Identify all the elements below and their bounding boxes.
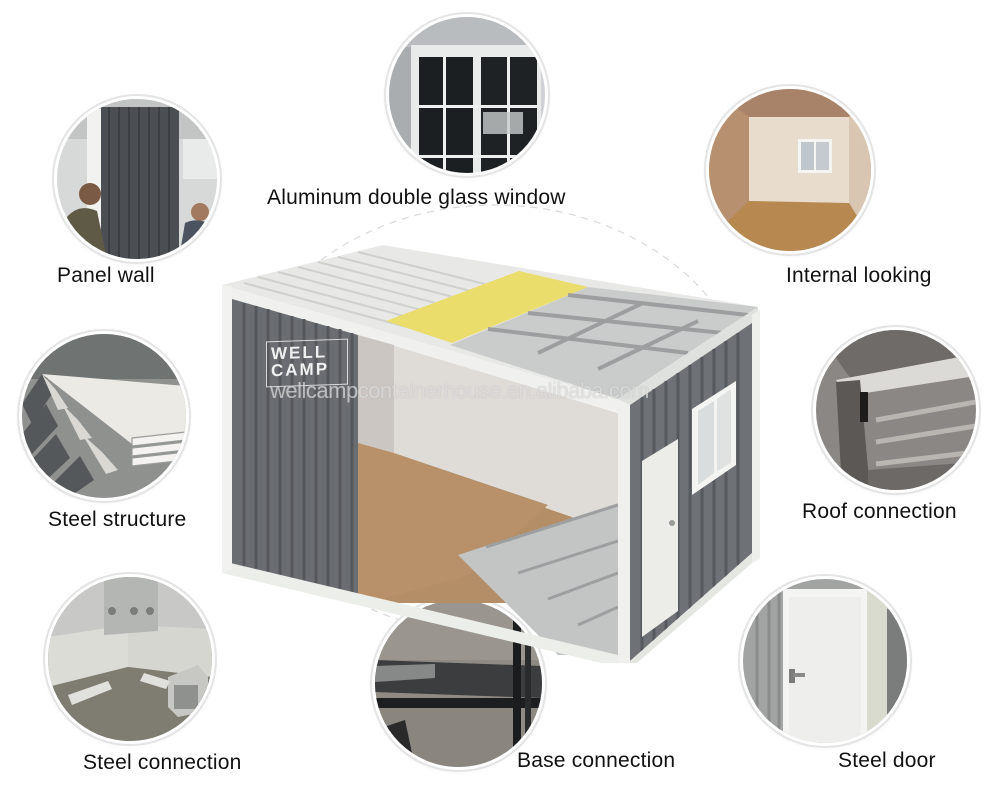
steel-door-photo <box>743 579 907 743</box>
roof-connection-photo <box>816 330 976 490</box>
label-internal: Internal looking <box>786 264 932 287</box>
label-panel-wall: Panel wall <box>57 264 155 287</box>
label-base-connection: Base connection <box>517 749 676 772</box>
panel-wall-photo <box>57 99 217 259</box>
label-steel-door: Steel door <box>838 749 936 772</box>
label-roof-connection: Roof connection <box>802 500 957 523</box>
steel-structure-photo <box>22 334 186 498</box>
label-steel-structure: Steel structure <box>48 508 187 531</box>
steel-connection-photo <box>48 577 212 741</box>
brand-line-2: CAMP <box>271 359 330 381</box>
label-steel-connection: Steel connection <box>83 751 242 774</box>
interior-photo <box>709 89 871 251</box>
container-house-illustration <box>218 243 763 663</box>
watermark-text: wellcampcontainerhouse.en.alibaba.com <box>270 378 649 403</box>
label-window: Aluminum double glass window <box>267 186 566 209</box>
window-photo <box>389 17 545 173</box>
